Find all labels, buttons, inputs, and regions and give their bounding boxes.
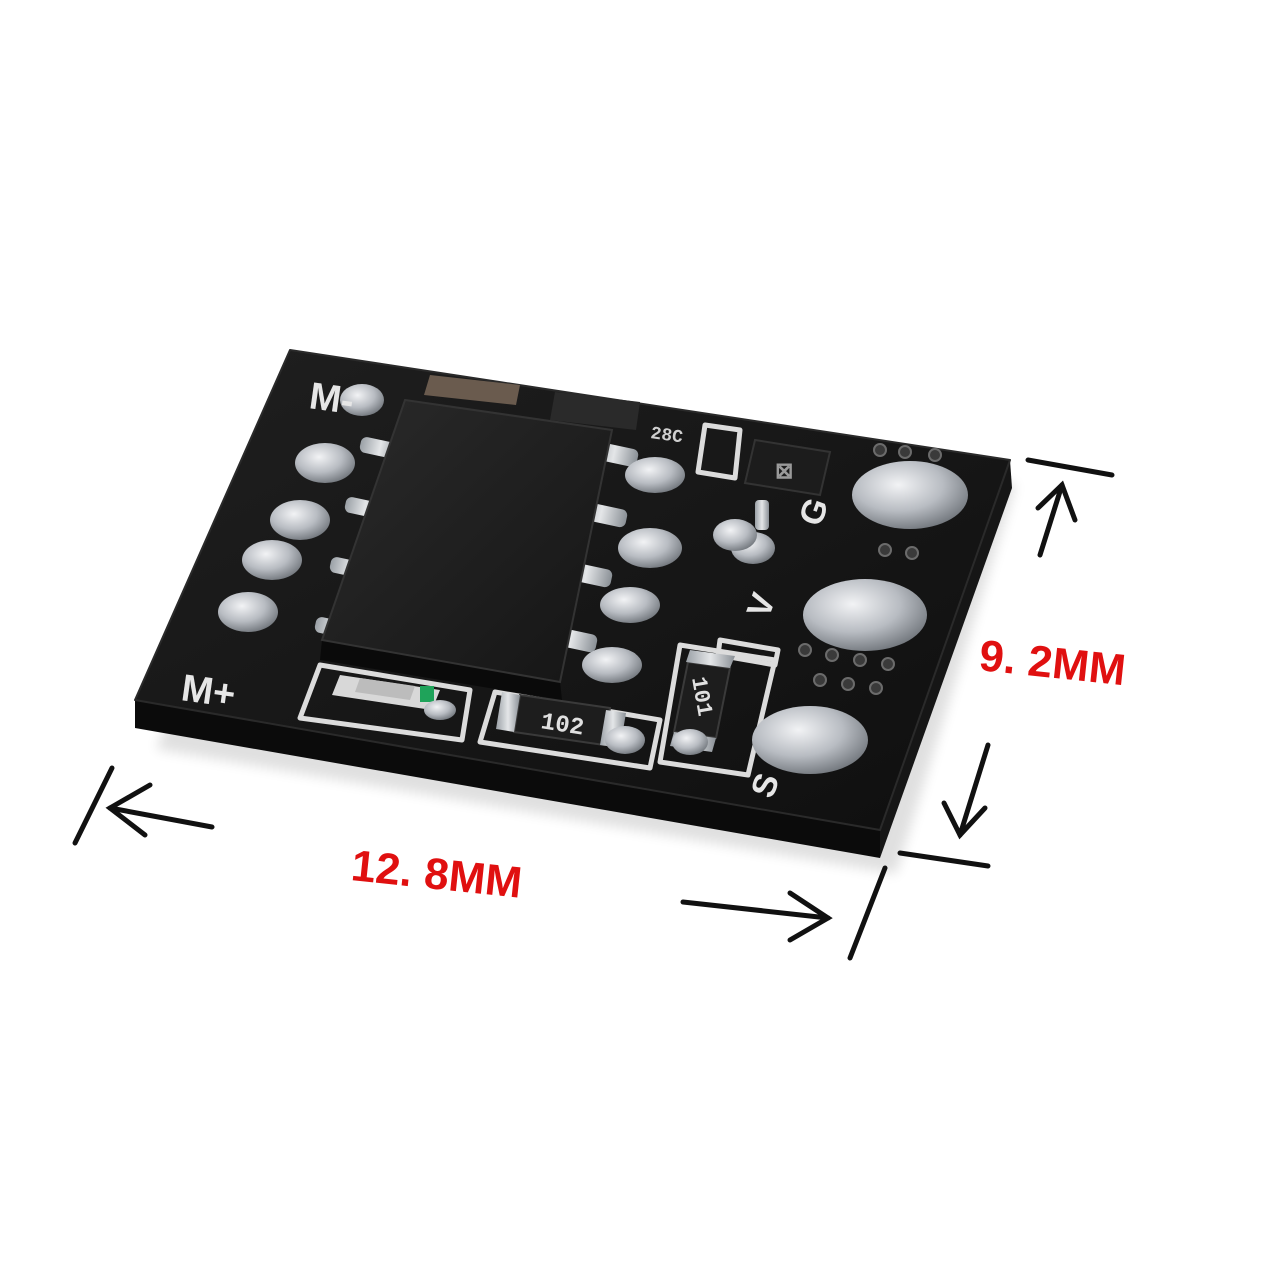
width-tick-right [847, 865, 888, 961]
via-holes [798, 443, 942, 695]
pad-g [852, 461, 968, 529]
resistor-code-28c: 28C [649, 424, 684, 448]
pad-v [803, 579, 927, 651]
silkscreen-outlines [297, 422, 781, 778]
silk-m-minus: M- [307, 375, 357, 423]
pcb-board: 28C ⊠ 102 101 [134, 349, 1012, 858]
width-arrow-left [107, 805, 215, 830]
height-arrow-top [1037, 482, 1065, 558]
board-edge [135, 700, 880, 858]
led [332, 675, 456, 720]
top-resistor: 28C [424, 375, 684, 448]
height-tick-bottom [897, 850, 991, 869]
silk-m-plus: M+ [179, 667, 238, 716]
transistor: ⊠ [713, 438, 832, 564]
transistor-mark-icon: ⊠ [775, 458, 793, 483]
width-arrow-right [680, 899, 831, 921]
dimension-width-label: 12. 8MM [349, 841, 524, 908]
ic-chip [314, 398, 685, 700]
signal-pads [752, 443, 968, 774]
dimension-height [897, 457, 1115, 869]
pad-s [752, 706, 868, 774]
height-arrow-bottom [957, 742, 991, 838]
chip-side [320, 640, 562, 700]
height-arrowhead-top-icon [1035, 480, 1078, 523]
resistor-101: 101 [670, 650, 735, 755]
height-arrowhead-bottom-icon [941, 800, 988, 840]
chip-body [320, 398, 614, 684]
resistor-102: 102 [496, 692, 645, 754]
width-arrowhead-left-icon [105, 782, 153, 838]
board-edge-right [880, 460, 1012, 858]
dimension-width [72, 765, 888, 961]
dimension-height-label: 9. 2MM [977, 631, 1128, 695]
left-pads [218, 384, 384, 632]
height-tick-top [1025, 457, 1115, 478]
resistor-code-102: 102 [539, 709, 586, 742]
width-arrowhead-right-icon [787, 890, 833, 943]
width-tick-left [72, 765, 115, 846]
